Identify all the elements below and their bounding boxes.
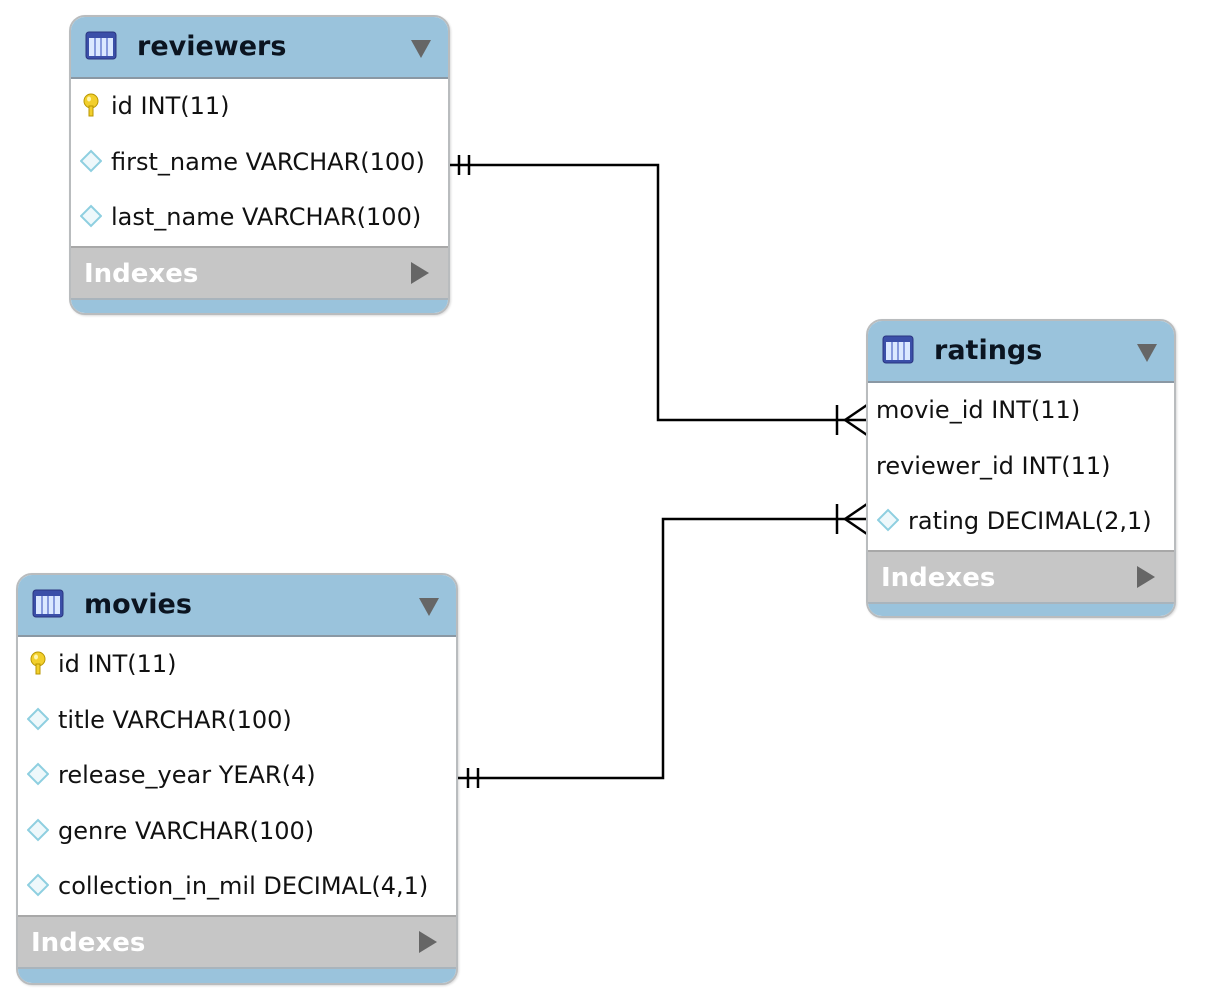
column-row[interactable]: reviewer_id INT(11) <box>868 439 1174 495</box>
column-text: reviewer_id INT(11) <box>876 451 1111 480</box>
indexes-label: Indexes <box>84 258 199 289</box>
table-footer <box>71 299 448 313</box>
column-list: id INT(11) first_name VARCHAR(100) last_… <box>71 79 448 246</box>
relationship-reviewers-ratings[interactable] <box>449 155 868 437</box>
indexes-section[interactable]: Indexes <box>71 245 448 300</box>
column-text: genre VARCHAR(100) <box>58 816 315 845</box>
table-reviewers[interactable]: reviewers id INT(11) first_name VARCHAR(… <box>69 15 450 315</box>
table-name: reviewers <box>137 31 287 62</box>
crowfoot-icon <box>844 517 868 536</box>
column-text: last_name VARCHAR(100) <box>111 203 422 231</box>
column-text: id INT(11) <box>111 92 230 120</box>
column-diamond-icon <box>877 508 899 532</box>
primary-key-icon <box>30 651 46 675</box>
column-text: release_year YEAR(4) <box>58 761 316 789</box>
table-movies[interactable]: movies id INT(11) title VARCHAR(100) rel… <box>16 573 458 985</box>
table-name: movies <box>84 589 192 620</box>
table-footer <box>868 603 1174 616</box>
collapse-triangle-icon[interactable] <box>1136 343 1158 363</box>
column-diamond-icon <box>27 873 49 897</box>
column-row[interactable]: rating DECIMAL(2,1) <box>868 494 1174 550</box>
column-row[interactable]: title VARCHAR(100) <box>18 693 456 749</box>
table-icon <box>882 335 914 364</box>
table-name: ratings <box>934 335 1043 366</box>
column-diamond-icon <box>80 204 102 228</box>
column-row[interactable]: id INT(11) <box>18 637 456 693</box>
table-footer <box>18 968 456 983</box>
collapse-triangle-icon[interactable] <box>410 39 432 59</box>
column-text: first_name VARCHAR(100) <box>111 147 425 176</box>
expand-triangle-icon[interactable] <box>410 261 430 285</box>
column-text: rating DECIMAL(2,1) <box>908 507 1152 535</box>
column-diamond-icon <box>27 762 49 786</box>
column-row[interactable]: genre VARCHAR(100) <box>18 804 456 860</box>
column-diamond-icon <box>80 149 102 172</box>
table-header[interactable]: reviewers <box>71 17 448 79</box>
column-diamond-icon <box>27 818 49 841</box>
crowfoot-icon <box>844 403 868 422</box>
column-row[interactable]: id INT(11) <box>71 79 448 135</box>
indexes-label: Indexes <box>31 927 146 958</box>
relationship-movies-ratings[interactable] <box>457 502 868 788</box>
collapse-triangle-icon[interactable] <box>418 597 440 617</box>
column-list: movie_id INT(11) reviewer_id INT(11) rat… <box>868 383 1174 550</box>
crowfoot-icon <box>844 418 868 437</box>
indexes-section[interactable]: Indexes <box>868 549 1174 604</box>
column-list: id INT(11) title VARCHAR(100) release_ye… <box>18 637 456 915</box>
indexes-label: Indexes <box>881 562 996 593</box>
crowfoot-icon <box>844 502 868 521</box>
column-row[interactable]: first_name VARCHAR(100) <box>71 135 448 191</box>
indexes-section[interactable]: Indexes <box>18 914 456 969</box>
table-icon <box>85 31 117 60</box>
column-row[interactable]: collection_in_mil DECIMAL(4,1) <box>18 859 456 915</box>
table-ratings[interactable]: ratings movie_id INT(11) reviewer_id INT… <box>866 319 1176 618</box>
primary-key-icon <box>83 93 99 117</box>
column-row[interactable]: last_name VARCHAR(100) <box>71 190 448 246</box>
column-row[interactable]: release_year YEAR(4) <box>18 748 456 804</box>
table-header[interactable]: ratings <box>868 321 1174 383</box>
column-text: movie_id INT(11) <box>876 396 1081 424</box>
column-diamond-icon <box>27 707 49 730</box>
column-text: collection_in_mil DECIMAL(4,1) <box>58 872 429 900</box>
table-icon <box>32 589 64 618</box>
expand-triangle-icon[interactable] <box>418 930 438 954</box>
column-text: title VARCHAR(100) <box>58 705 292 734</box>
column-row[interactable]: movie_id INT(11) <box>868 383 1174 439</box>
column-text: id INT(11) <box>58 650 177 678</box>
table-header[interactable]: movies <box>18 575 456 637</box>
expand-triangle-icon[interactable] <box>1136 565 1156 589</box>
